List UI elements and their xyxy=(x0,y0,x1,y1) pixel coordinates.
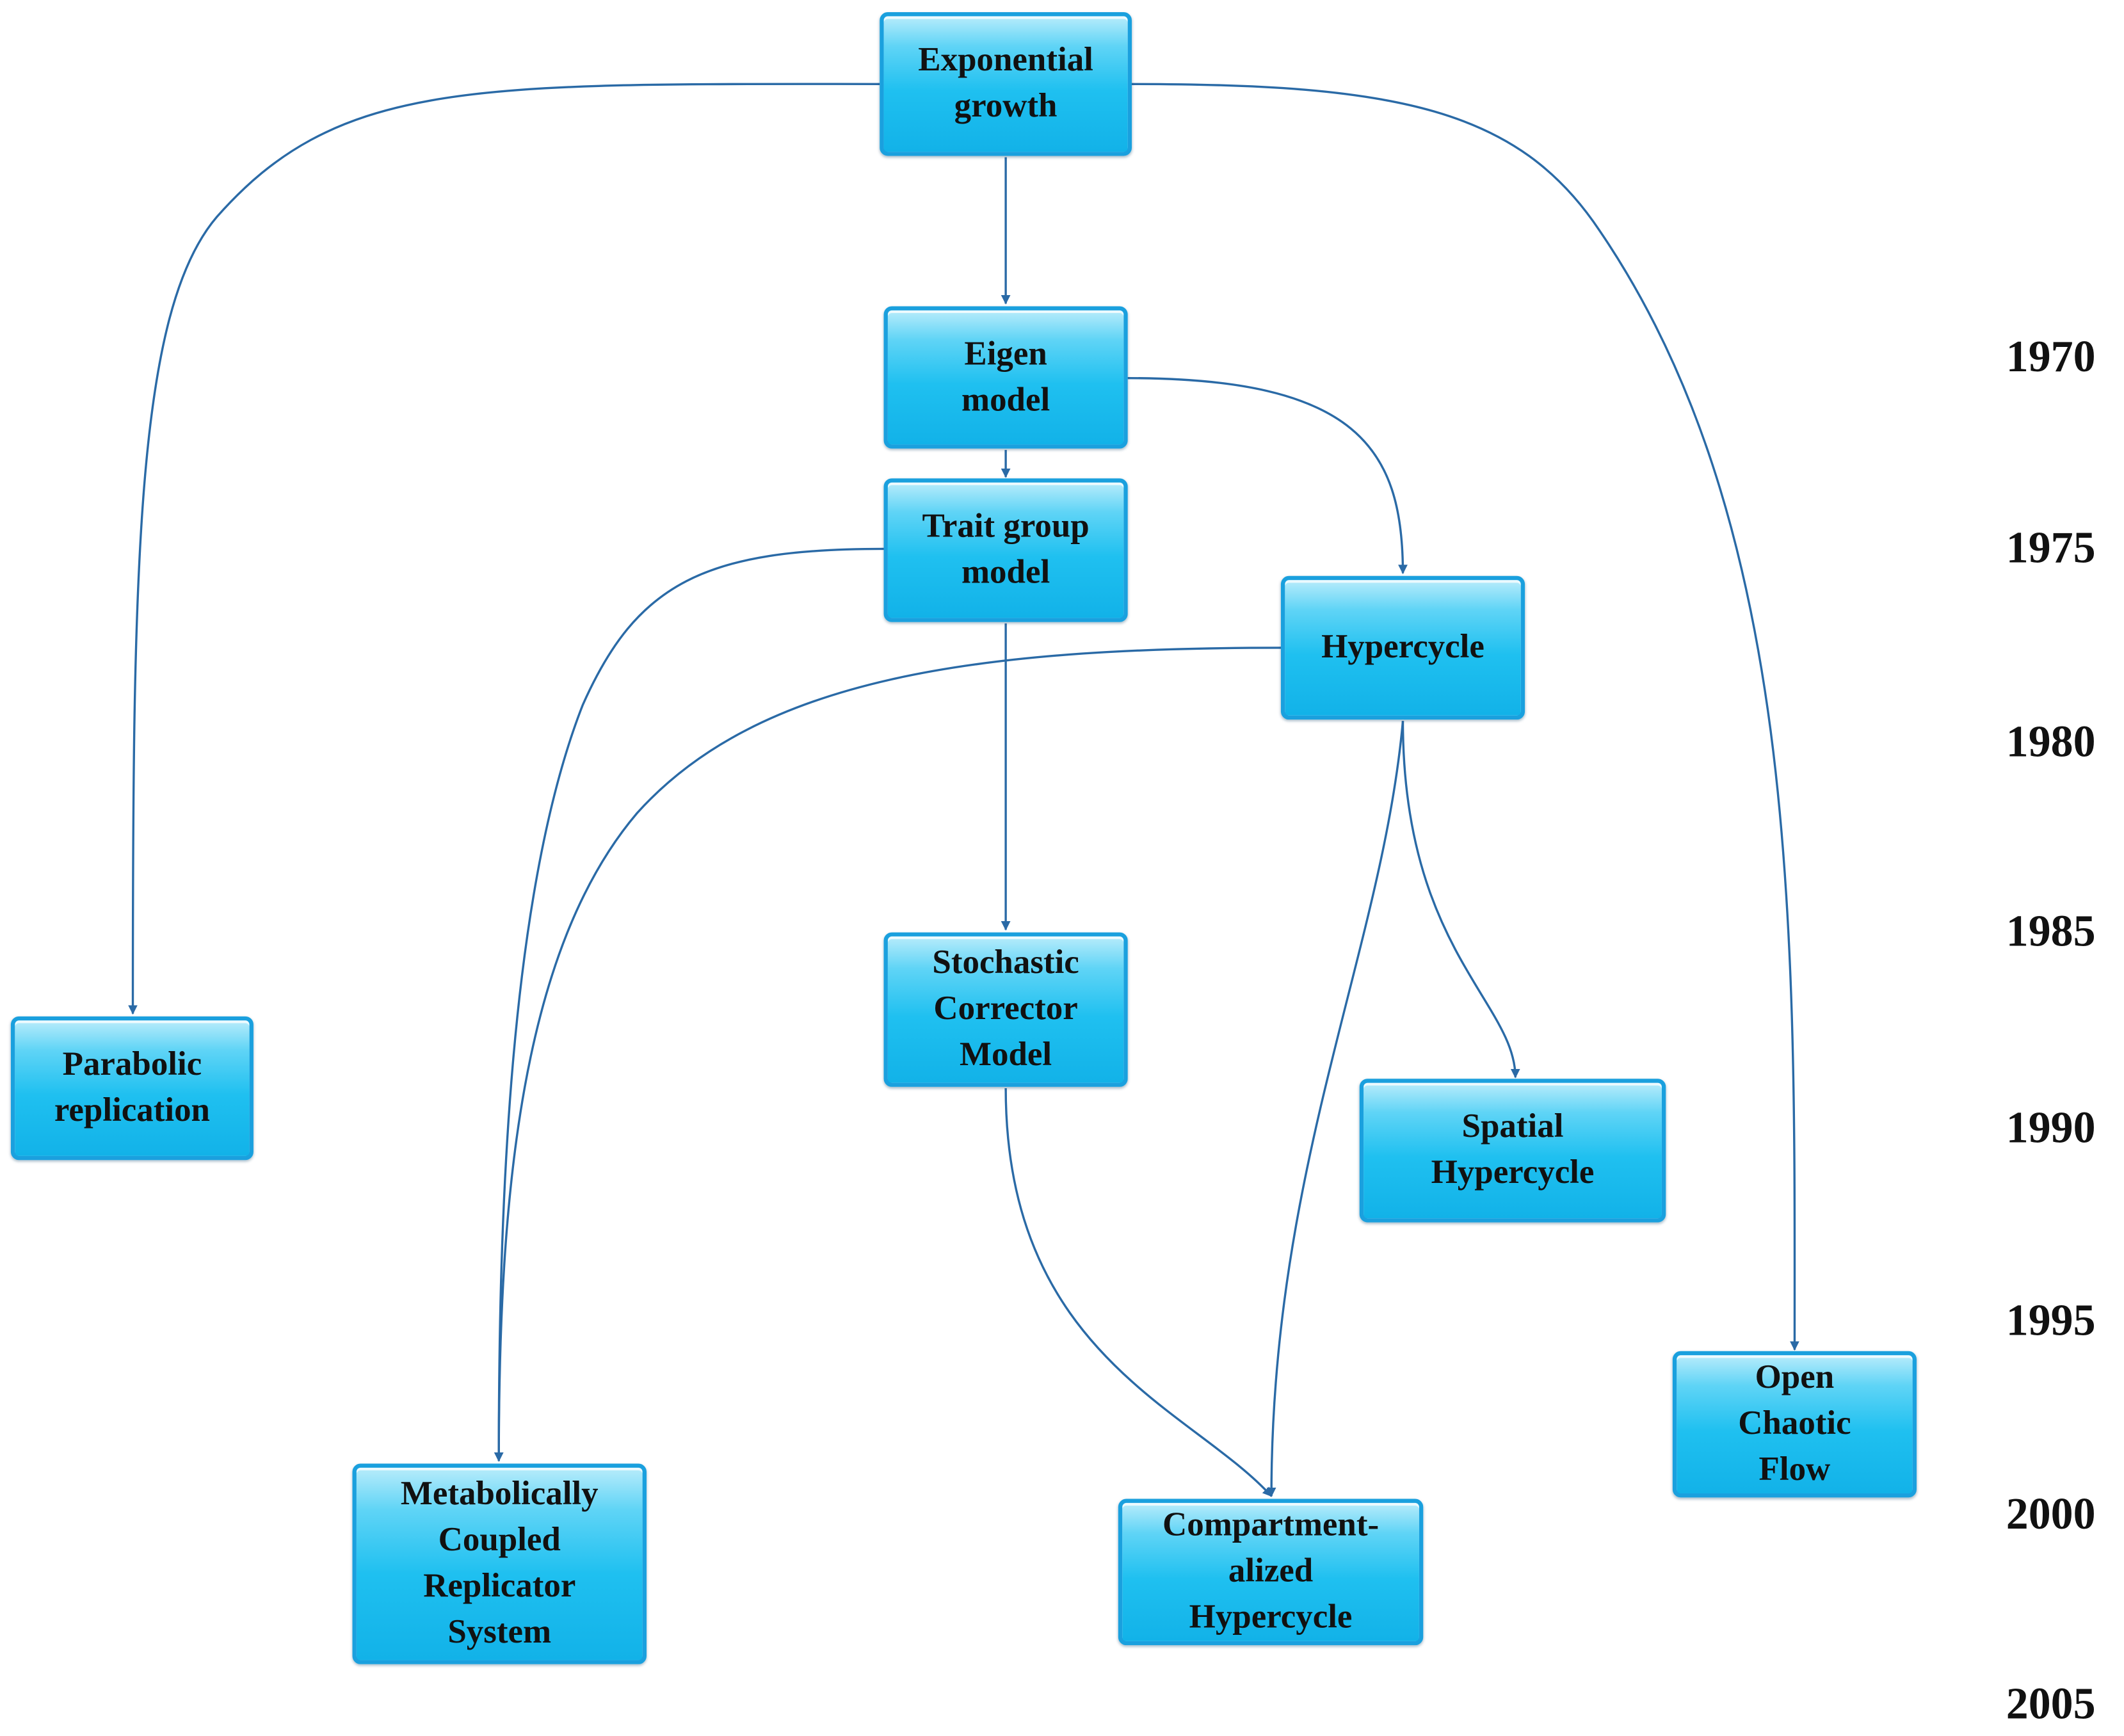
node-spatial-hypercycle-label: Spatial Hypercycle xyxy=(1431,1108,1595,1191)
timeline-year-1975: 1975 xyxy=(2006,524,2096,574)
node-open-chaotic-flow: Open Chaotic Flow xyxy=(1672,1351,1917,1498)
edge-stochastic-to-compartmentalized xyxy=(1004,1088,1273,1497)
node-open-chaotic-flow-label: Open Chaotic Flow xyxy=(1738,1359,1851,1488)
node-stochastic-corrector-model-label: Stochastic Corrector Model xyxy=(932,944,1079,1073)
edge-hypercycle-to-compartmentalized xyxy=(1266,721,1404,1497)
timeline-year-1990: 1990 xyxy=(2006,1104,2096,1153)
node-compartmentalized-hypercycle-label: Compartment- alized Hypercycle xyxy=(1163,1507,1380,1636)
timeline-year-2005: 2005 xyxy=(2006,1680,2096,1730)
timeline-year-2000: 2000 xyxy=(2006,1490,2096,1540)
node-metabolically-coupled-replicator-system-label: Metabolically Coupled Replicator System xyxy=(400,1475,599,1651)
edge-eigen-to-hypercycle xyxy=(1127,376,1408,575)
edge-exponential-to-parabolic xyxy=(128,83,880,1015)
node-parabolic-replication: Parabolic replication xyxy=(10,1016,253,1161)
node-spatial-hypercycle: Spatial Hypercycle xyxy=(1359,1079,1666,1223)
node-parabolic-replication-label: Parabolic replication xyxy=(54,1046,210,1129)
timeline-year-1970: 1970 xyxy=(2006,333,2096,383)
node-hypercycle-label: Hypercycle xyxy=(1321,629,1484,666)
edge-hypercycle-to-spatial xyxy=(1401,721,1520,1079)
timeline-year-1995: 1995 xyxy=(2006,1297,2096,1346)
edge-hypercycle-to-metabolic xyxy=(494,647,1281,1462)
node-trait-group-model: Trait group model xyxy=(883,478,1128,622)
timeline-year-1985: 1985 xyxy=(2006,908,2096,957)
node-compartmentalized-hypercycle: Compartment- alized Hypercycle xyxy=(1118,1499,1424,1646)
timeline-year-1980: 1980 xyxy=(2006,718,2096,768)
node-stochastic-corrector-model: Stochastic Corrector Model xyxy=(883,932,1128,1087)
node-eigen-model-label: Eigen model xyxy=(961,335,1050,419)
node-metabolically-coupled-replicator-system: Metabolically Coupled Replicator System xyxy=(352,1463,647,1664)
edge-exponential-to-open-chaotic-flow xyxy=(1132,83,1799,1351)
edge-trait-group-to-metabolic xyxy=(494,547,884,1462)
node-trait-group-model-label: Trait group model xyxy=(922,508,1090,591)
node-exponential-growth: Exponential growth xyxy=(880,12,1132,156)
node-hypercycle: Hypercycle xyxy=(1280,575,1525,720)
node-eigen-model: Eigen model xyxy=(883,306,1128,449)
node-exponential-growth-label: Exponential growth xyxy=(918,42,1093,125)
